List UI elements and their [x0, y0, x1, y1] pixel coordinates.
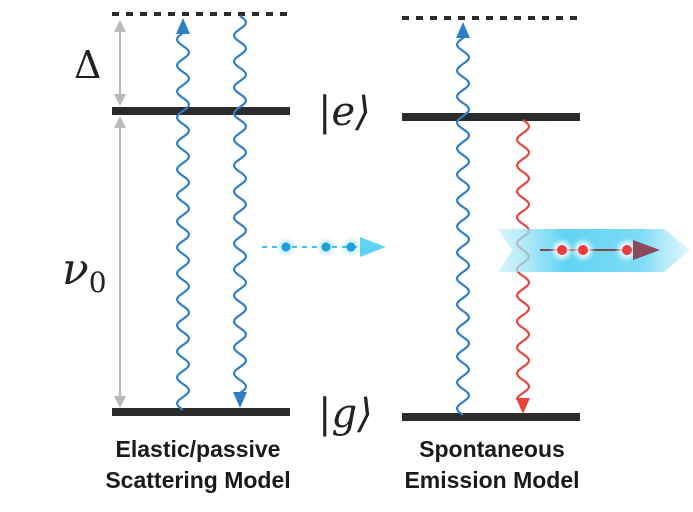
emission-beam: [498, 229, 690, 272]
left-model-caption: Elastic/passive Scattering Model: [48, 434, 348, 496]
excited-state-label: |e⟩: [318, 89, 371, 135]
right-model-caption: Spontaneous Emission Model: [342, 434, 642, 496]
right-caption-line-1: Spontaneous: [419, 436, 565, 462]
left-absorbed-photon-wave: [175, 31, 191, 411]
nu0-gap-arrow: [114, 116, 126, 408]
left-caption-line-1: Elastic/passive: [115, 436, 281, 462]
right-absorbed-photon-arrowhead: [456, 22, 470, 38]
nu-symbol: ν: [62, 244, 89, 295]
nu0-label: ν0: [62, 248, 107, 297]
ground-state-label: |g⟩: [318, 391, 373, 437]
left-scattered-photon-arrowhead: [233, 392, 247, 408]
scattered-photon-stream-arrow: [262, 237, 386, 257]
right-caption-line-2: Emission Model: [404, 467, 580, 493]
left-caption-line-2: Scattering Model: [105, 467, 291, 493]
right-emitted-photon-arrowhead: [516, 398, 530, 414]
nu-subscript: 0: [88, 266, 107, 299]
right-absorbed-photon-wave: [455, 35, 471, 416]
delta-gap-arrow: [114, 20, 126, 106]
left-absorbed-photon-arrowhead: [176, 18, 190, 34]
left-scattered-photon-wave: [232, 15, 248, 395]
delta-label: Δ: [74, 43, 102, 87]
